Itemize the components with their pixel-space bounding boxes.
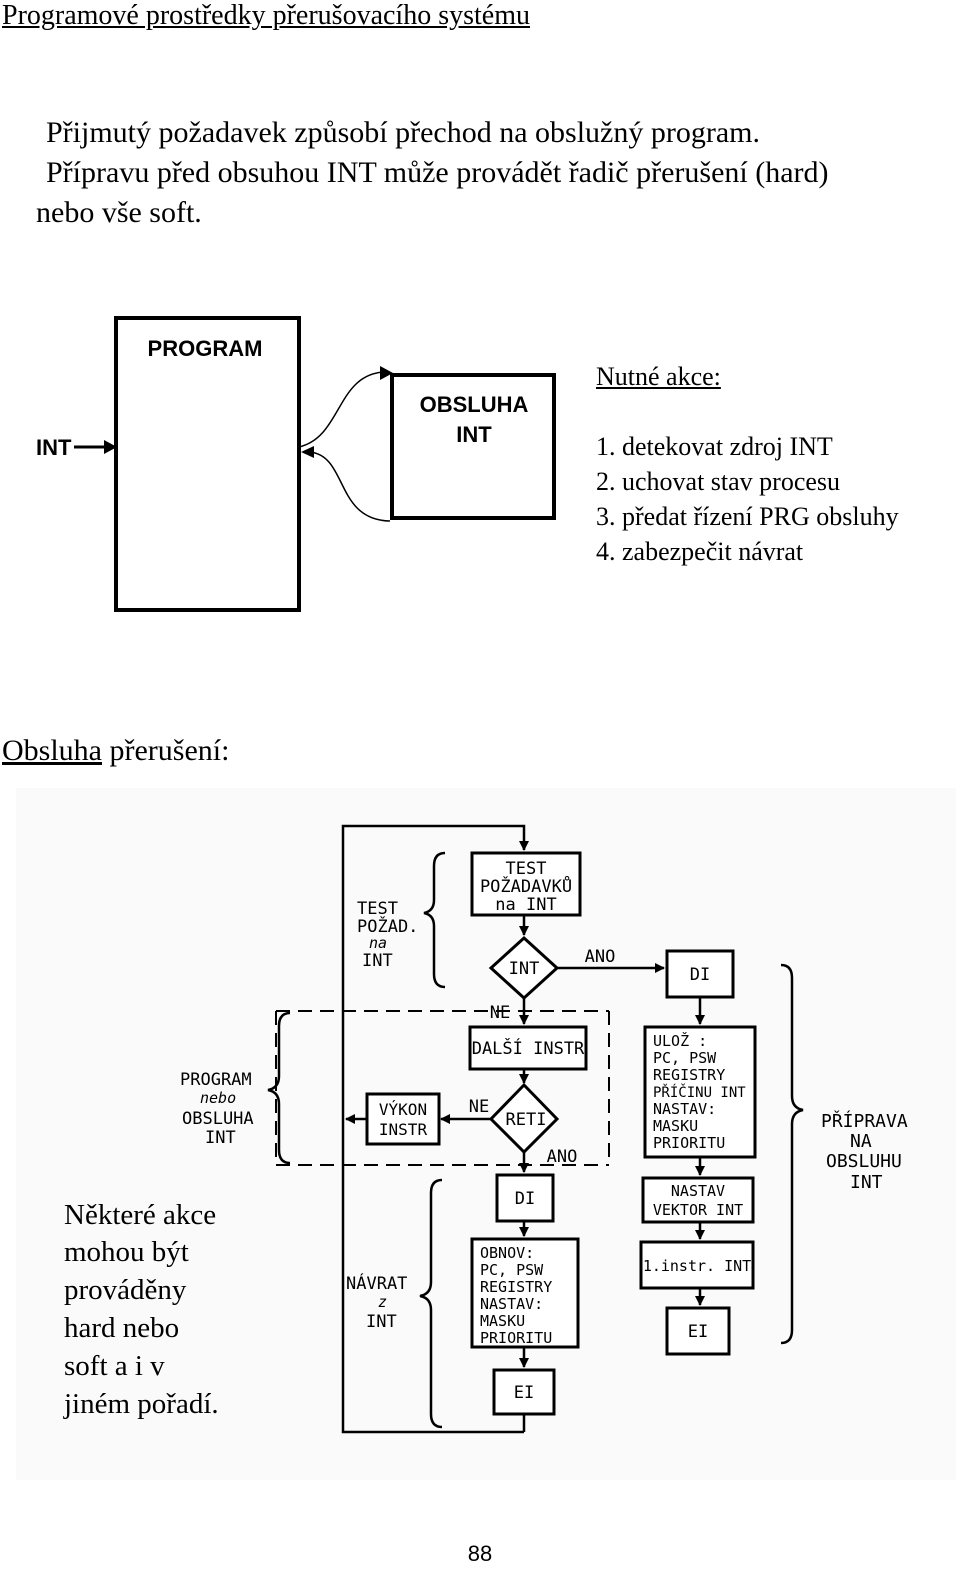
- note-line-5: soft a i v: [64, 1350, 165, 1382]
- label-priprava-line-4: INT: [850, 1172, 883, 1193]
- ei-center-label: EI: [514, 1383, 534, 1403]
- uloz-line-2: PC, PSW: [653, 1049, 717, 1067]
- uloz-line-4: PŘÍČINU INT: [653, 1083, 746, 1101]
- dalsi-instr-label: DALŠÍ INSTR: [472, 1037, 585, 1059]
- action-item-3: 3. předat řízení PRG obsluhy: [596, 502, 899, 531]
- uloz-line-1: ULOŽ :: [653, 1031, 707, 1050]
- dalsi-instr-box: [468, 1025, 588, 1071]
- intro-line-1: Přijmutý požadavek způsobí přechod na ob…: [46, 116, 760, 149]
- label-priprava-line-2: NA: [850, 1131, 872, 1152]
- label-navrat-line-3: INT: [366, 1312, 397, 1332]
- label-test-pozad-line-3: na: [369, 934, 387, 952]
- obsluha-label-line-2: INT: [456, 422, 492, 447]
- brace-navrat: [419, 1178, 443, 1429]
- test-box-line-1: TEST: [506, 859, 547, 879]
- note-line-3: prováděny: [64, 1274, 187, 1306]
- di-center-label: DI: [515, 1189, 535, 1209]
- obsluha-label-line-1: OBSLUHA: [420, 392, 529, 417]
- label-navrat-line-2: z: [378, 1293, 387, 1311]
- uloz-box: [643, 1025, 757, 1159]
- brace-priprava: [780, 963, 804, 1345]
- nastav-vektor-line-2: VEKTOR INT: [653, 1201, 743, 1219]
- actions-heading: Nutné akce:: [596, 362, 721, 391]
- ano-label-1: ANO: [585, 947, 616, 967]
- ei-right-label: EI: [688, 1322, 708, 1342]
- page-number: 88: [467, 1541, 493, 1566]
- di-right-label: DI: [690, 965, 710, 985]
- call-curve: [298, 371, 385, 448]
- obnov-line-5: MASKU: [480, 1312, 525, 1330]
- label-program-obsluha-line-1: PROGRAM: [180, 1070, 252, 1090]
- label-test-pozad-line-2: POŽAD.: [357, 915, 418, 937]
- test-box-line-3: na INT: [495, 895, 556, 915]
- program-label: PROGRAM: [148, 336, 263, 361]
- first-instr-label: 1.instr. INT: [643, 1257, 751, 1275]
- note-line-1: Některé akce: [64, 1199, 216, 1231]
- label-program-obsluha-line-2: nebo: [200, 1089, 236, 1107]
- intro-line-2: Přípravu před obsuhou INT může provádět …: [46, 156, 829, 189]
- note-line-6: jiném pořadí.: [63, 1388, 219, 1420]
- brace-program-obsluha: [267, 1011, 291, 1165]
- note-line-4: hard nebo: [64, 1312, 179, 1344]
- uloz-line-3: REGISTRY: [653, 1066, 725, 1084]
- section-heading-underlined: Obsluha: [2, 734, 102, 767]
- di-center-box: [495, 1173, 555, 1223]
- label-test-pozad-line-1: TEST: [357, 899, 398, 919]
- interrupt-service-flowchart: TEST POŽADAVKŮ na INT INT ANO NE DALŠÍ I…: [16, 788, 956, 1480]
- first-instr-box: [639, 1240, 755, 1290]
- uloz-line-5: NASTAV:: [653, 1100, 716, 1118]
- vykon-instr-box: [365, 1092, 441, 1146]
- obsluha-box: [390, 373, 556, 520]
- obnov-line-1: OBNOV:: [480, 1244, 534, 1262]
- di-right-box: [665, 949, 735, 999]
- ei-right-box: [665, 1306, 731, 1356]
- reti-decision-label: RETI: [506, 1110, 547, 1130]
- program-interrupt-diagram: PROGRAM INT OBSLUHA INT: [36, 316, 556, 612]
- label-test-pozad-line-4: INT: [362, 951, 393, 971]
- obnov-line-4: NASTAV:: [480, 1295, 543, 1313]
- action-item-1: 1. detekovat zdroj INT: [596, 432, 833, 461]
- nastav-vektor-line-1: NASTAV: [671, 1182, 725, 1200]
- label-priprava-line-1: PŘÍPRAVA: [821, 1110, 908, 1132]
- test-box: [470, 851, 582, 917]
- call-arrowhead: [380, 366, 393, 380]
- test-box-line-2: POŽADAVKŮ: [480, 875, 572, 897]
- ne-label-2: NE: [469, 1097, 489, 1117]
- int-input-arrowhead: [104, 440, 117, 454]
- main-loop-line: [341, 824, 529, 1434]
- section-heading-rest: přerušení:: [102, 734, 230, 767]
- note-line-2: mohou být: [64, 1236, 189, 1268]
- action-item-4: 4. zabezpečit návrat: [596, 537, 804, 566]
- ne-label-1: NE: [490, 1003, 510, 1023]
- obnov-line-3: REGISTRY: [480, 1278, 552, 1296]
- label-program-obsluha-line-3: OBSLUHA: [182, 1109, 254, 1129]
- ano-label-2: ANO: [547, 1147, 578, 1167]
- return-curve: [309, 451, 391, 522]
- label-priprava-line-3: OBSLUHU: [826, 1151, 902, 1172]
- vykon-instr-line-1: VÝKON: [379, 1100, 427, 1119]
- uloz-line-7: PRIORITU: [653, 1134, 725, 1152]
- action-item-2: 2. uchovat stav procesu: [596, 467, 841, 496]
- obnov-line-6: PRIORITU: [480, 1329, 552, 1347]
- obnov-line-2: PC, PSW: [480, 1261, 544, 1279]
- int-input-label: INT: [36, 435, 72, 460]
- label-navrat-line-1: NÁVRAT: [346, 1272, 407, 1294]
- label-program-obsluha-line-4: INT: [205, 1128, 236, 1148]
- return-arrowhead: [301, 446, 314, 458]
- program-box: [114, 316, 301, 612]
- uloz-line-6: MASKU: [653, 1117, 698, 1135]
- ei-center-box: [492, 1368, 556, 1416]
- intro-line-3: nebo vše soft.: [36, 196, 202, 229]
- vykon-instr-line-2: INSTR: [379, 1120, 428, 1139]
- int-decision-label: INT: [509, 959, 540, 979]
- section-heading: Obsluha přerušení:: [2, 734, 229, 768]
- page-title: Programové prostředky přerušovacího syst…: [2, 0, 530, 31]
- brace-test-pozad: [423, 851, 446, 989]
- nastav-vektor-box: [641, 1176, 755, 1224]
